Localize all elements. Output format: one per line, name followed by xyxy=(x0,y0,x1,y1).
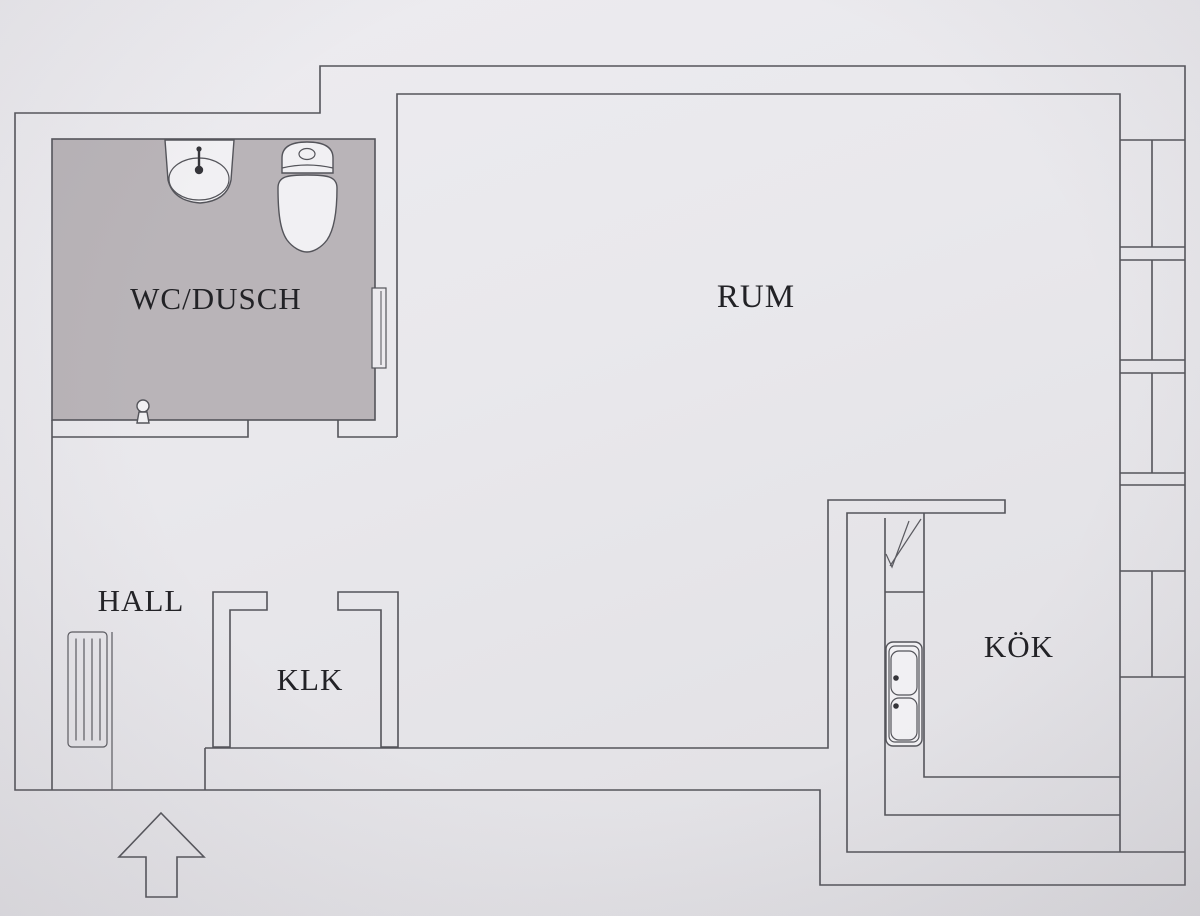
klk-right-wall xyxy=(337,591,399,748)
bathroom-bottom-wall-left xyxy=(52,420,249,438)
entrance-arrow xyxy=(117,811,206,898)
bathroom-sink xyxy=(164,139,235,204)
outer-wall xyxy=(14,65,1186,886)
kok-label: KÖK xyxy=(984,629,1054,664)
inner-wall-top-right xyxy=(396,93,1121,852)
bathroom-bottom-wall-right xyxy=(337,420,397,438)
hall-label: HALL xyxy=(98,583,185,618)
kok-floor-edge xyxy=(923,513,1120,778)
bottom-wall-and-kitchen-partition xyxy=(205,499,1185,853)
toilet xyxy=(277,141,338,253)
window-strip xyxy=(1120,139,1185,678)
klk-left-wall xyxy=(212,591,268,748)
kitchen-door-swing-icon xyxy=(885,518,922,569)
kitchen-counter-inner-edge xyxy=(884,518,1120,816)
rum-label: RUM xyxy=(717,279,795,315)
radiator xyxy=(67,631,108,748)
kitchen-sink xyxy=(885,641,923,747)
klk-label: KLK xyxy=(277,662,344,697)
wc-dusch-label: WC/DUSCH xyxy=(130,281,302,316)
bathroom-door xyxy=(371,287,387,369)
floor-drain xyxy=(136,399,150,424)
